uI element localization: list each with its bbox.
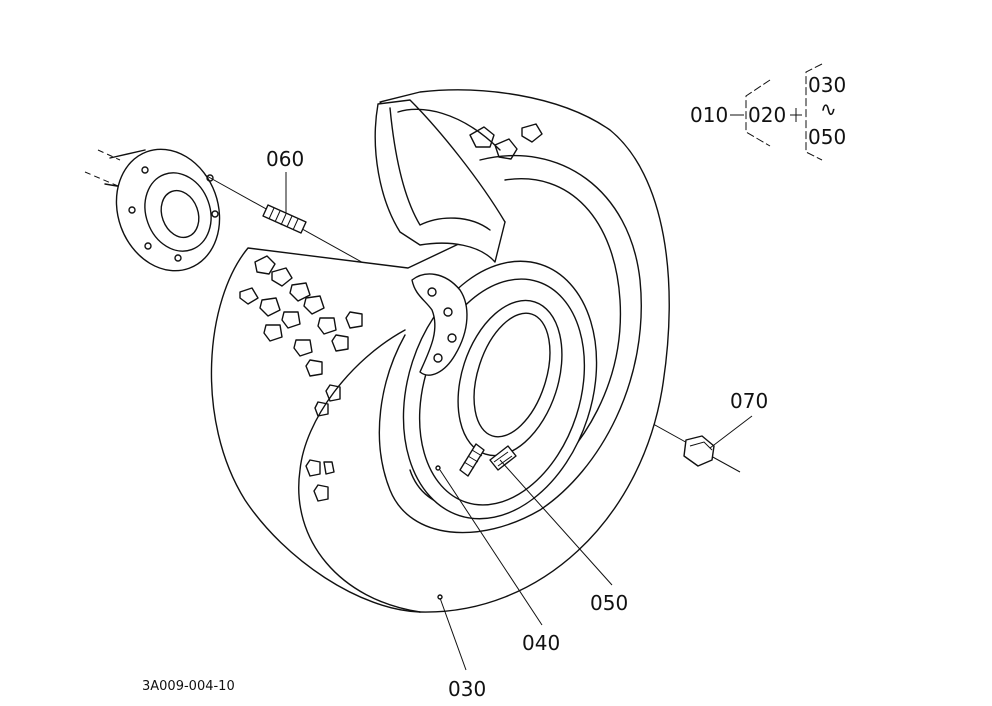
callout-060: 060 — [266, 147, 304, 171]
leader-070 — [709, 415, 753, 449]
leader-040 — [439, 469, 543, 626]
parts-hierarchy: 010 020 030 ∿ 050 — [690, 63, 846, 161]
hierarchy-mid: 020 — [748, 103, 786, 127]
valve-stem — [435, 443, 485, 477]
hierarchy-bottom: 050 — [808, 125, 846, 149]
axle-hub — [84, 148, 221, 272]
callout-050: 050 — [590, 591, 628, 615]
callout-030: 030 — [448, 677, 486, 701]
hierarchy-top: 030 — [808, 73, 846, 97]
wheel-rim — [402, 260, 598, 520]
callout-040: 040 — [522, 631, 560, 655]
tire-ref-dot — [437, 594, 443, 600]
tread-pattern — [239, 123, 543, 502]
callout-070: 070 — [730, 389, 768, 413]
stud-bolt — [262, 204, 307, 234]
wheel-nut — [683, 435, 715, 467]
leader-050 — [499, 459, 613, 586]
tube-patch — [489, 445, 517, 471]
leader-030 — [439, 597, 467, 671]
hierarchy-tilde: ∿ — [820, 97, 837, 121]
drawing-code: 3A009-004-10 — [142, 679, 235, 694]
hierarchy-root: 010 — [690, 103, 728, 127]
